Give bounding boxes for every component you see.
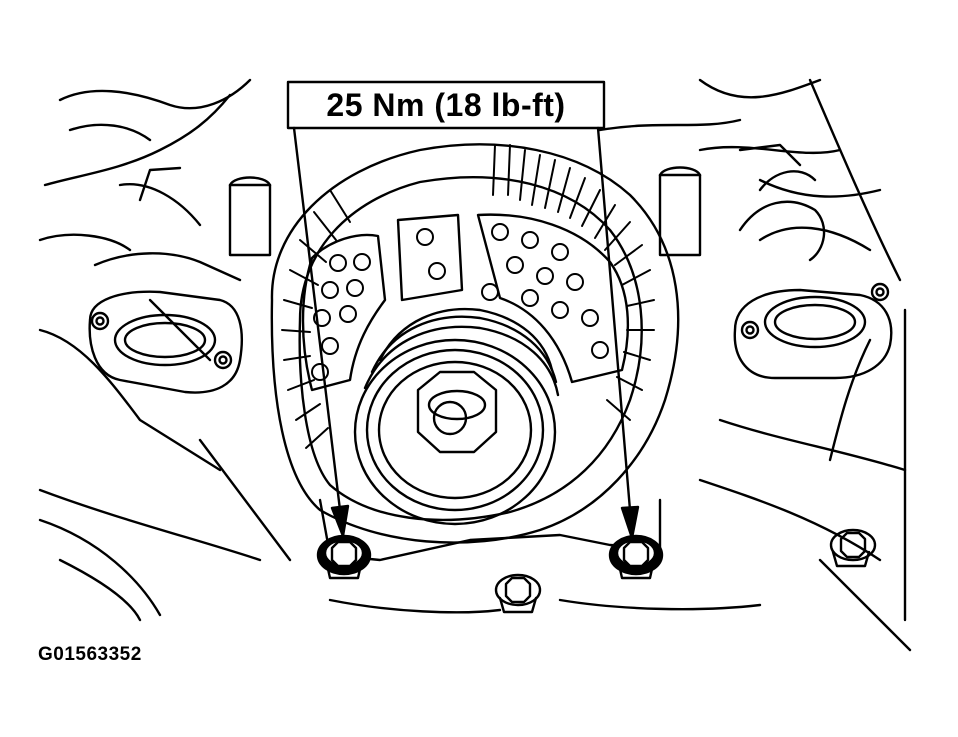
pulley-icon: [353, 307, 560, 526]
left-mounting-flange: [88, 290, 243, 394]
arrow-icon: [292, 126, 640, 540]
cooling-fins: [281, 144, 655, 449]
arrow-right-head: [620, 505, 640, 540]
ventilation-holes: [311, 223, 609, 381]
arrow-left-head: [330, 504, 350, 538]
bolt-lower-center: [494, 573, 542, 614]
bolt-right: [608, 534, 664, 580]
arrow-right-leader: [596, 126, 632, 512]
pulley-nut: [416, 370, 498, 454]
bolt-lower-right: [829, 528, 877, 568]
torque-spec-label: 25 Nm (18 lb-ft): [326, 86, 566, 123]
arrow-left-leader: [292, 126, 342, 512]
figure-id: G01563352: [38, 644, 142, 665]
bolt-icon: [316, 528, 877, 614]
engine-background-lines: [38, 78, 912, 652]
torque-callout-box: [286, 80, 606, 130]
right-mounting-flange: [733, 170, 893, 380]
bolt-left: [316, 534, 372, 580]
